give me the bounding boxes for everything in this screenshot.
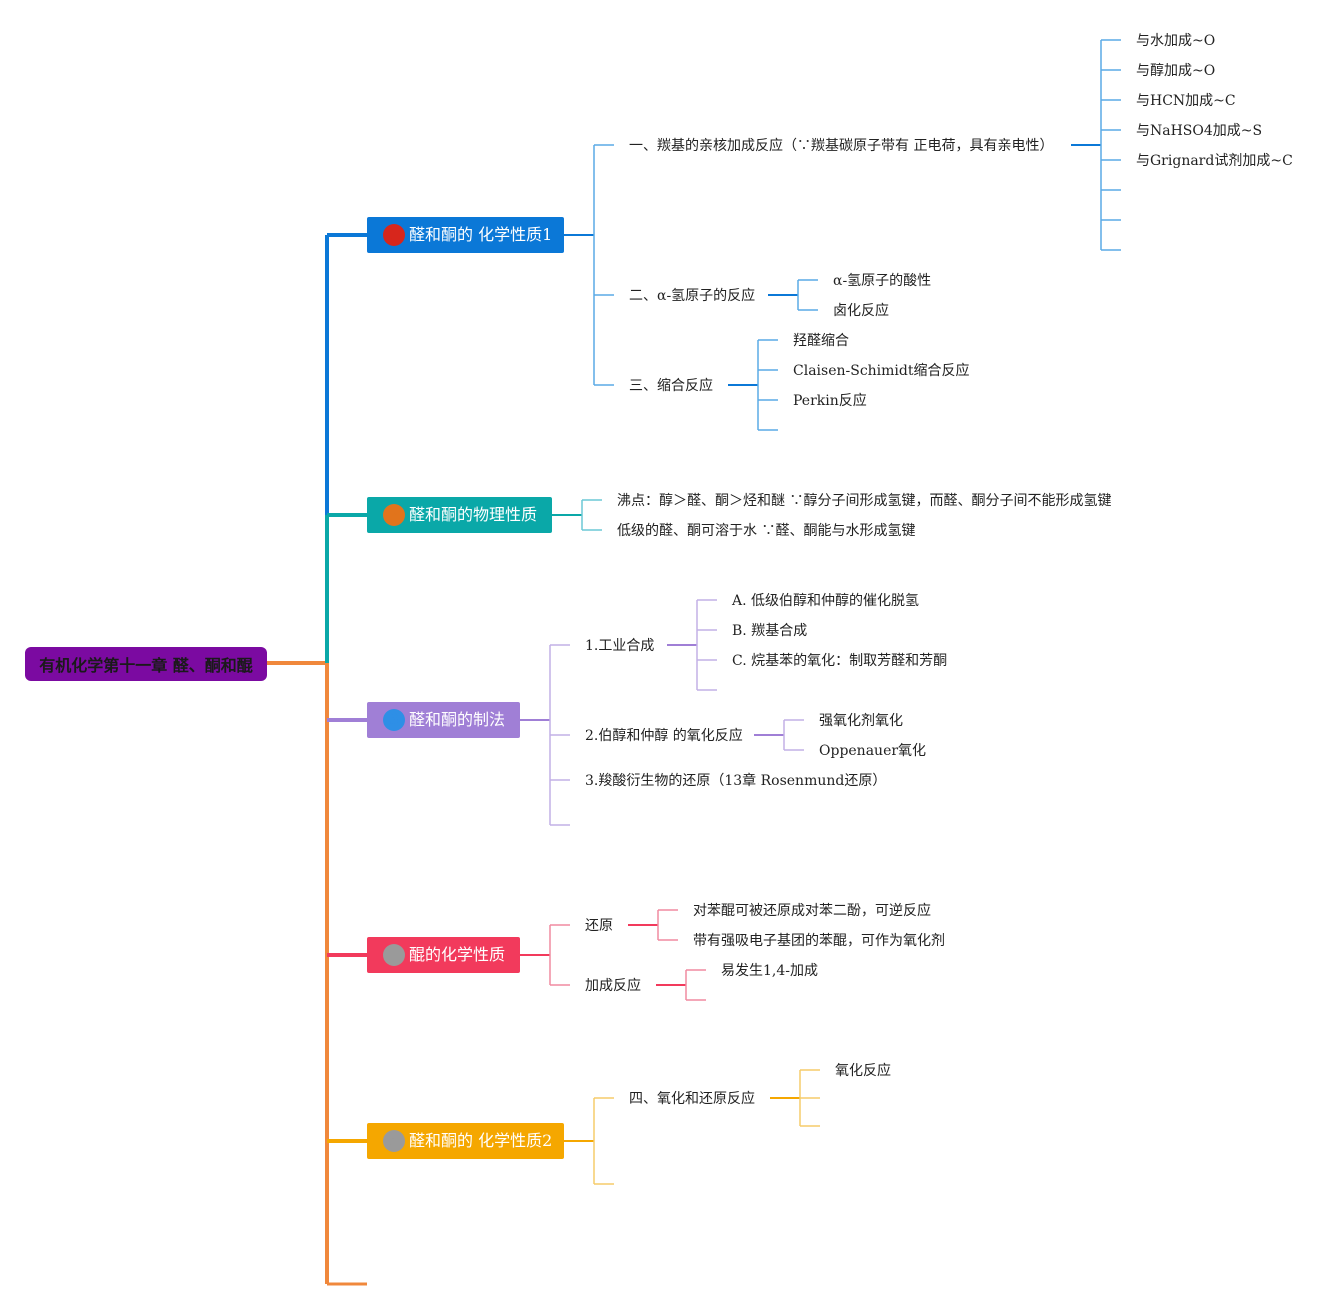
topic-boiling-point[interactable]: 沸点：醇＞醛、酮＞烃和醚 ∵醇分子间形成氢键，而醛、酮分子间不能形成氢键 — [617, 493, 1112, 509]
badge-icon: 2 — [383, 504, 405, 526]
leaf[interactable]: B. 羰基合成 — [732, 623, 808, 639]
branch-label: 醛和酮的 化学性质2 — [409, 1131, 553, 1150]
topic-industrial[interactable]: 1.工业合成 — [585, 638, 655, 654]
leaf[interactable]: 与醇加成~O — [1136, 63, 1216, 79]
branch-chem-props-1[interactable]: 1 醛和酮的 化学性质1 — [367, 217, 564, 253]
root-node[interactable]: 有机化学第十一章 醛、酮和醌 — [25, 647, 267, 681]
leaf[interactable]: 氧化反应 — [835, 1063, 891, 1079]
leaf[interactable]: A. 低级伯醇和仲醇的催化脱氢 — [732, 593, 920, 609]
leaf[interactable]: 与水加成~O — [1136, 33, 1216, 49]
leaf[interactable]: 易发生1,4-加成 — [721, 963, 818, 979]
branch-chem-props-2[interactable]: 5 醛和酮的 化学性质2 — [367, 1123, 564, 1159]
badge-icon: 3 — [383, 709, 405, 731]
leaf[interactable]: Oppenauer氧化 — [819, 743, 927, 759]
leaf[interactable]: 与HCN加成~C — [1136, 93, 1236, 109]
topic-addition[interactable]: 加成反应 — [585, 978, 641, 994]
branch-label: 醛和酮的 化学性质1 — [409, 225, 553, 244]
topic-acid-derivative-reduction[interactable]: 3.羧酸衍生物的还原（13章 Rosenmund还原） — [585, 773, 887, 789]
leaf[interactable]: α-氢原子的酸性 — [833, 273, 932, 289]
leaf[interactable]: 卤化反应 — [833, 303, 889, 319]
topic-oxidation-reduction[interactable]: 四、氧化和还原反应 — [629, 1091, 755, 1107]
topic-solubility[interactable]: 低级的醛、酮可溶于水 ∵醛、酮能与水形成氢键 — [617, 523, 916, 539]
leaf[interactable]: 与NaHSO4加成~S — [1136, 123, 1263, 139]
topic-alcohol-oxidation[interactable]: 2.伯醇和仲醇 的氧化反应 — [585, 728, 743, 744]
badge-icon: 1 — [383, 224, 405, 246]
leaf[interactable]: 羟醛缩合 — [793, 333, 849, 349]
leaf[interactable]: 强氧化剂氧化 — [819, 713, 903, 729]
topic-condensation[interactable]: 三、缩合反应 — [629, 378, 713, 394]
branch-quinone-props[interactable]: 4 醌的化学性质 — [367, 937, 520, 973]
leaf[interactable]: Perkin反应 — [793, 393, 867, 409]
branch-physical-props[interactable]: 2 醛和酮的物理性质 — [367, 497, 552, 533]
branch-preparation[interactable]: 3 醛和酮的制法 — [367, 702, 520, 738]
branch-label: 醛和酮的物理性质 — [409, 505, 538, 524]
topic-nucleophilic-addition[interactable]: 一、羰基的亲核加成反应（∵羰基碳原子带有 正电荷，具有亲电性） — [629, 138, 1054, 154]
topic-reduction[interactable]: 还原 — [585, 918, 613, 934]
topic-alpha-hydrogen[interactable]: 二、α-氢原子的反应 — [629, 288, 756, 304]
leaf[interactable]: 与Grignard试剂加成~C — [1136, 153, 1293, 169]
leaf[interactable]: 带有强吸电子基团的苯醌，可作为氧化剂 — [693, 933, 945, 949]
branch-label: 醌的化学性质 — [409, 945, 506, 964]
root-label: 有机化学第十一章 醛、酮和醌 — [39, 656, 253, 675]
leaf[interactable]: C. 烷基苯的氧化：制取芳醛和芳酮 — [732, 653, 948, 669]
badge-icon: 5 — [383, 1130, 405, 1152]
leaf[interactable]: Claisen-Schimidt缩合反应 — [793, 363, 970, 379]
branch-label: 醛和酮的制法 — [409, 710, 506, 729]
badge-icon: 4 — [383, 944, 405, 966]
leaf[interactable]: 对苯醌可被还原成对苯二酚，可逆反应 — [693, 903, 931, 919]
